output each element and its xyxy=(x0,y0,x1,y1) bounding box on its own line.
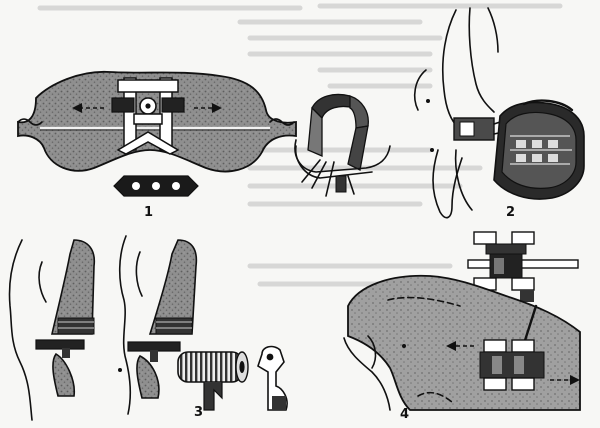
lip-profile-left xyxy=(8,239,33,421)
lip-profile-right xyxy=(118,235,131,415)
expansion-arrows xyxy=(72,103,222,113)
embedded-screw xyxy=(479,304,545,391)
dentition-block-stack xyxy=(493,99,585,200)
panel-label-1: 1 xyxy=(144,205,153,220)
panel-label-2: 2 xyxy=(506,205,515,220)
screw-direction-arrows xyxy=(446,341,580,385)
lower-incisor-outline xyxy=(432,149,463,219)
hook-bracket-detail xyxy=(257,345,288,411)
panel-label-3: 3 xyxy=(194,405,203,420)
screw-detail-top xyxy=(467,231,579,302)
upper-incisor-outline xyxy=(441,9,463,131)
screw-assembly-detail xyxy=(294,93,391,197)
panel-4-lower-plate: 4 xyxy=(343,231,581,422)
screw-key xyxy=(113,175,199,197)
panel-3-incisor-appliance: 3 xyxy=(8,235,288,421)
panel-2-screw-on-teeth: 2 xyxy=(413,7,585,220)
expansion-screw xyxy=(111,77,185,155)
wedge-appliance-left xyxy=(35,239,96,397)
screw-block xyxy=(453,117,513,141)
lower-plate-body xyxy=(347,274,581,411)
panel-label-4: 4 xyxy=(400,407,409,422)
wedge-appliance-right xyxy=(127,239,198,399)
panel-1-expansion-plate: 1 xyxy=(17,70,391,220)
coil-spring-detail xyxy=(177,351,249,411)
